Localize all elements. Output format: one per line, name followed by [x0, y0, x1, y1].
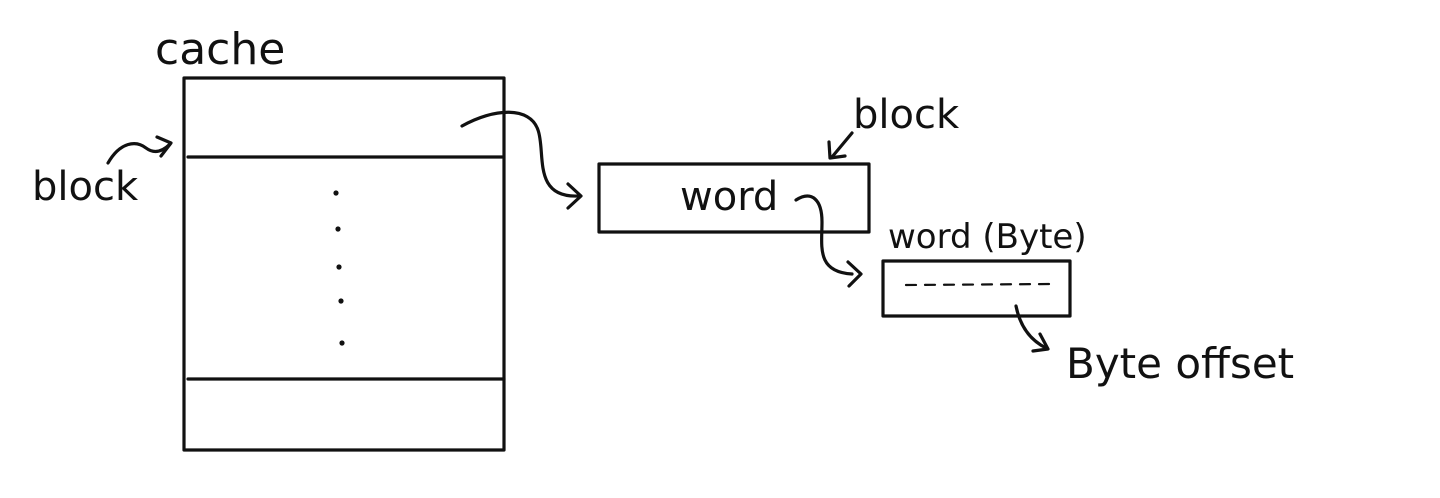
word-box	[881, 259, 1072, 318]
block-box	[597, 162, 871, 234]
cache-title: cache	[155, 24, 285, 75]
word-label: word	[680, 174, 778, 220]
cache-block-label: block	[32, 164, 139, 210]
word-byte-dashes	[904, 282, 1054, 287]
cache-box	[182, 76, 506, 452]
cache-outline	[182, 76, 506, 452]
expand-block-arrow	[460, 110, 583, 210]
block-title-arrow	[827, 131, 854, 160]
byte-offset-label: Byte offset	[1066, 339, 1294, 388]
word-title: word (Byte)	[888, 217, 1087, 257]
block-pointer-arrow	[106, 135, 173, 165]
cache-ellipsis-dots	[333, 190, 345, 346]
expand-word-arrow	[794, 194, 863, 288]
byte-offset-arrow	[1014, 304, 1050, 353]
block-title: block	[853, 92, 960, 138]
